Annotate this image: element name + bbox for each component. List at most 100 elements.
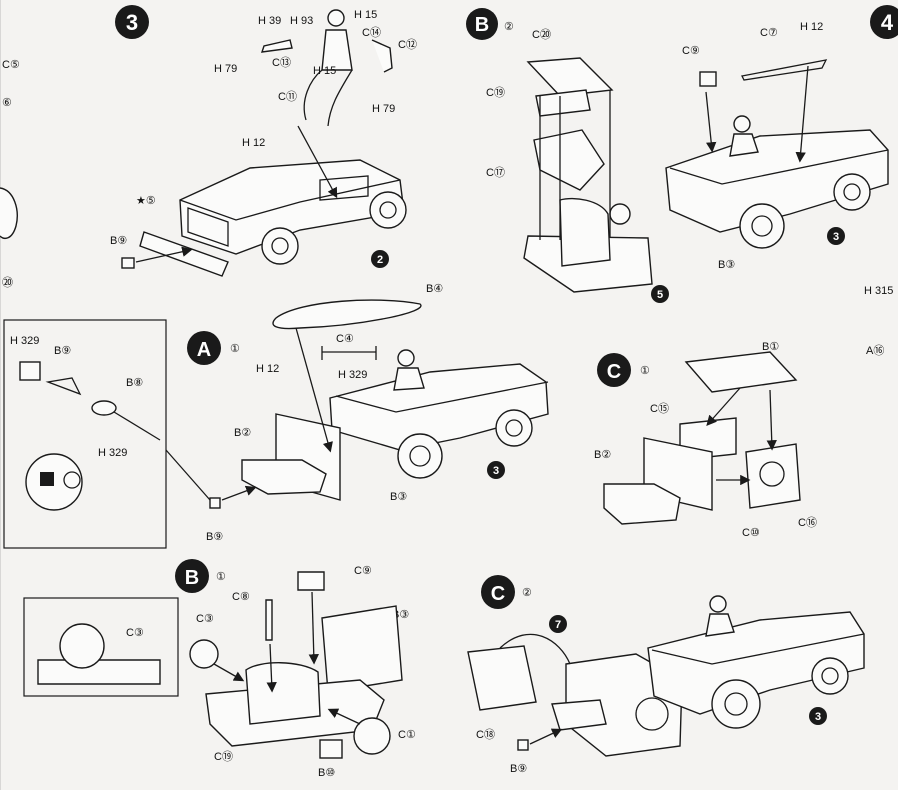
part-label-h39: H 39 <box>258 15 281 27</box>
svg-text:A: A <box>197 339 211 361</box>
lamp-part-c9 <box>297 571 325 591</box>
section-c-badge-2: C <box>481 575 515 609</box>
part-label-c17: C⑰ <box>486 166 505 179</box>
disc-part-c1 <box>353 717 391 755</box>
step-3-badge-d: 3 <box>809 707 827 725</box>
part-label-a16: A⑯ <box>866 344 884 357</box>
tug-body-a1 <box>329 349 549 479</box>
part-label-c7: C⑦ <box>760 27 778 39</box>
part-label-b4: B④ <box>426 283 443 295</box>
arrow-hose <box>295 327 333 453</box>
svg-text:B: B <box>475 14 489 36</box>
arrow-c9-b1 <box>308 591 319 665</box>
inset-hook <box>113 411 161 441</box>
inset-b1-tank <box>59 623 105 669</box>
part-label-h12b: H 12 <box>800 21 823 33</box>
inset-b1-base <box>37 659 161 685</box>
part-c9-lamp <box>699 71 717 87</box>
part-b9-a1 <box>209 497 221 509</box>
part-label-h315: H 315 <box>864 285 893 297</box>
part-label-c16: C⑯ <box>798 516 817 529</box>
panel-part-c18 <box>467 645 537 711</box>
part-label-b8: B⑧ <box>126 377 143 389</box>
arrow-b1-c16 <box>766 389 777 451</box>
svg-text:5: 5 <box>657 289 663 301</box>
arrow-b1-c15 <box>706 387 741 426</box>
arrow-c7 <box>795 65 809 163</box>
panel-c16-hole <box>759 461 785 487</box>
part-label-6: ⑥ <box>2 97 12 109</box>
plate-part-b1 <box>684 351 798 393</box>
tug-body-step3 <box>179 159 407 265</box>
part-label-c8: C⑧ <box>232 591 250 603</box>
part-label-h93: H 93 <box>290 15 313 27</box>
part-label-c9b: C⑨ <box>354 565 372 577</box>
svg-text:3: 3 <box>493 465 499 477</box>
svg-text:C: C <box>491 583 505 605</box>
part-label-c3a: C③ <box>126 627 144 639</box>
svg-text:B: B <box>185 567 199 589</box>
step-3-badge: 3 <box>115 5 149 39</box>
callout-c2: ② <box>522 587 532 599</box>
part-label-b3a: B③ <box>718 259 735 271</box>
part-label-c18: C⑱ <box>476 728 495 741</box>
part-label-h329b: H 329 <box>10 335 39 347</box>
section-b-badge-top: B <box>466 8 498 40</box>
part-label-star5: ★⑤ <box>136 195 156 207</box>
arrow-c1 <box>327 708 361 725</box>
section-c-badge-1: C <box>597 353 631 387</box>
part-label-c19: C⑲ <box>486 86 505 99</box>
svg-text:4: 4 <box>881 10 894 35</box>
panel-part-b3-b1 <box>321 605 403 693</box>
part-label-h329c: H 329 <box>98 447 127 459</box>
part-label-h329a: H 329 <box>338 369 367 381</box>
step-7-badge: 7 <box>549 615 567 633</box>
arrow-figure-to-seat <box>297 125 338 199</box>
part-label-h12c: H 12 <box>256 363 279 375</box>
part-label-c10: C⑩ <box>742 527 760 539</box>
part-label-c14: C⑭ <box>362 26 381 39</box>
tank-body-b1 <box>245 662 321 725</box>
arrow-c8 <box>266 643 277 693</box>
arrow-b9-to-body <box>135 246 193 263</box>
section-b-badge-bottom: B <box>175 559 209 593</box>
hitch-part-b2-c <box>603 483 681 525</box>
step-2-badge-a: 2 <box>371 250 389 268</box>
tug-body-c2 <box>647 595 865 729</box>
part-label-b9d: B⑨ <box>510 763 527 775</box>
detail-inset-box <box>3 319 167 549</box>
part-label-c3b: C③ <box>196 613 214 625</box>
part-b9-c2 <box>517 739 529 751</box>
part-label-b10: B⑩ <box>318 767 335 779</box>
part-label-c20: C⑳ <box>532 28 551 41</box>
figure-driver-top <box>260 9 393 127</box>
step-3-badge-b: 3 <box>827 227 845 245</box>
arrow-c9 <box>705 91 717 153</box>
part-label-c9a: C⑨ <box>682 45 700 57</box>
svg-text:C: C <box>607 361 621 383</box>
step-3-badge-c: 3 <box>487 461 505 479</box>
inset-part-b9 <box>19 361 41 381</box>
hose-part-b4 <box>272 299 422 330</box>
rod-part-c8 <box>265 599 273 641</box>
hitch-part-b2 <box>241 459 327 495</box>
part-label-c5: C⑤ <box>2 59 20 71</box>
part-label-c4: C④ <box>336 333 354 345</box>
bolt-part-b10 <box>319 739 343 759</box>
cap-part-c3 <box>189 639 219 669</box>
hitch-part-c2 <box>551 699 607 731</box>
arrow-b9-a1 <box>221 485 257 501</box>
step-5-badge: 5 <box>651 285 669 303</box>
part-label-b3b: B③ <box>390 491 407 503</box>
part-label-c1: C① <box>398 729 416 741</box>
arrow-c3 <box>213 663 245 682</box>
part-label-h79b: H 79 <box>372 103 395 115</box>
part-label-c23: C⑲ <box>214 750 233 763</box>
part-label-b2b: B② <box>594 449 611 461</box>
svg-text:2: 2 <box>377 254 383 266</box>
callout-b2: ② <box>504 21 514 33</box>
step-4-badge: 4 <box>870 5 898 39</box>
part-label-b9b: B⑨ <box>206 531 223 543</box>
